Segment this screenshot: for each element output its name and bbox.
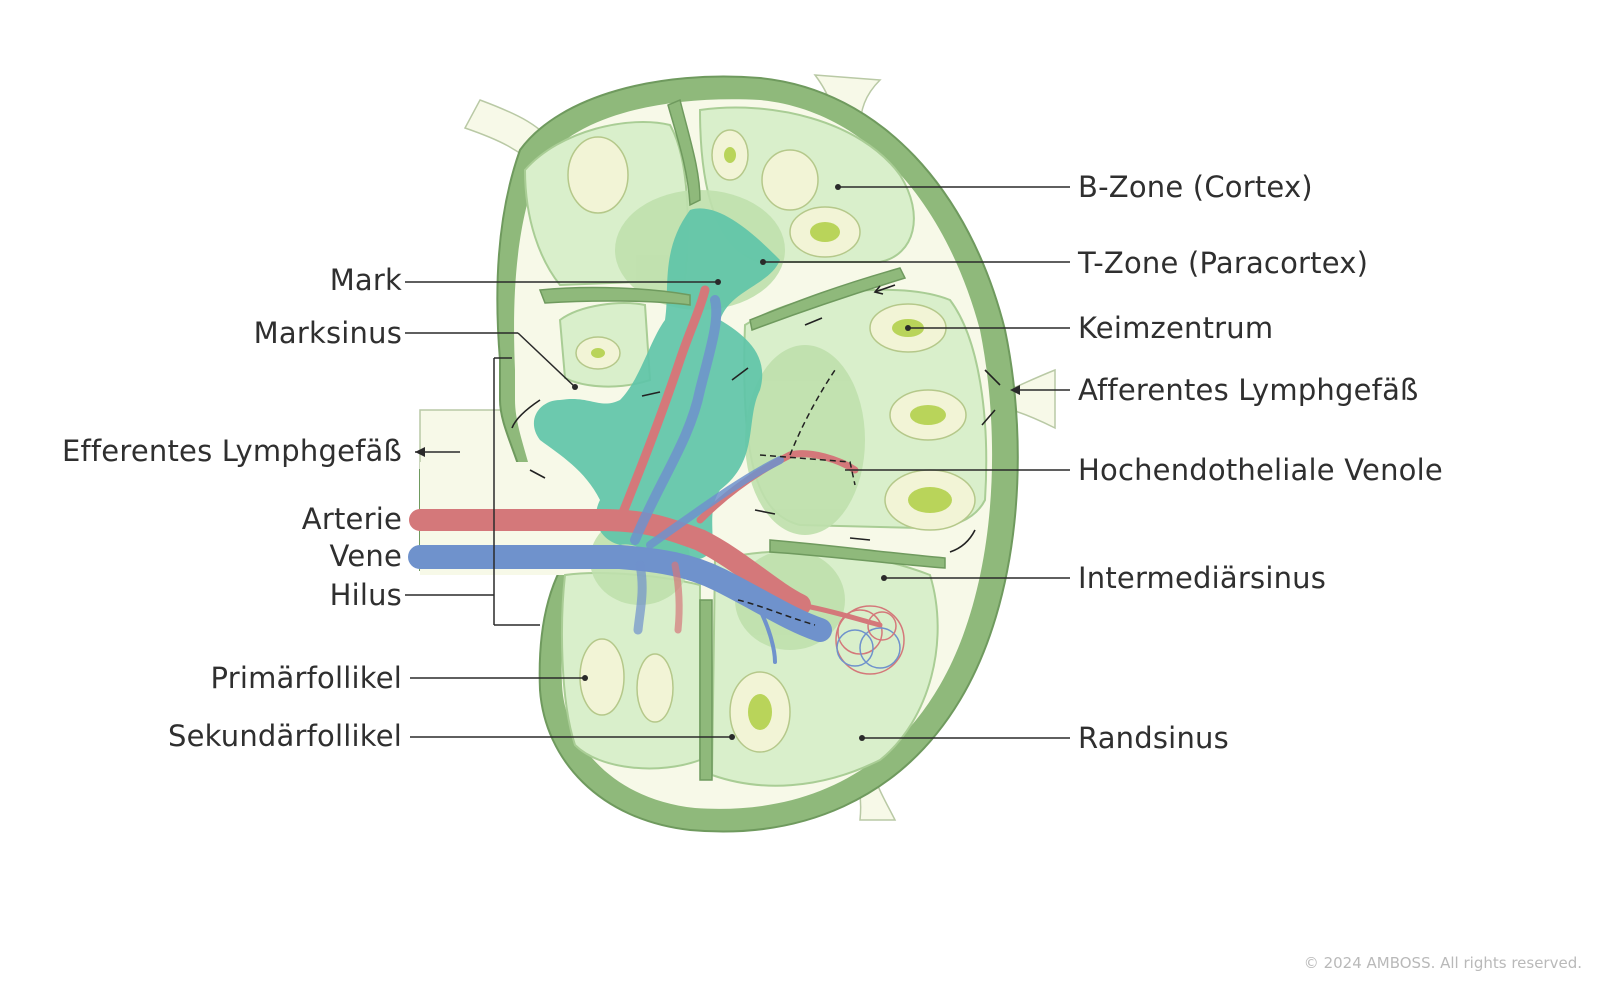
label-hilus: Hilus: [329, 578, 402, 612]
label-afferentes-lymphgefaess: Afferentes Lymphgefäß: [1078, 373, 1419, 407]
label-hochendotheliale-venole: Hochendotheliale Venole: [1078, 453, 1443, 487]
follicle-spots: [567, 129, 976, 753]
leader-lines: [405, 186, 1070, 739]
label-primaerfollikel: Primärfollikel: [210, 661, 402, 695]
trabeculae: [538, 98, 946, 781]
flow-arrows: [511, 284, 1001, 553]
label-sekundaerfollikel: Sekundärfollikel: [168, 719, 402, 753]
copyright-notice: © 2024 AMBOSS. All rights reserved.: [1303, 954, 1582, 972]
label-mark: Mark: [329, 263, 402, 297]
label-arterie: Arterie: [301, 502, 402, 536]
label-efferentes-lymphgefaess: Efferentes Lymphgefäß: [61, 434, 402, 468]
hev-dashes: [737, 369, 856, 626]
label-b-zone: B-Zone (Cortex): [1078, 170, 1313, 204]
leader-dots: [415, 184, 1020, 741]
label-t-zone: T-Zone (Paracortex): [1078, 246, 1369, 280]
capillary-bed: [835, 605, 905, 675]
label-marksinus: Marksinus: [253, 316, 402, 350]
label-vene: Vene: [329, 539, 402, 573]
label-intermediaersinus: Intermediärsinus: [1078, 561, 1327, 595]
label-randsinus: Randsinus: [1078, 721, 1229, 755]
label-keimzentrum: Keimzentrum: [1078, 311, 1274, 345]
